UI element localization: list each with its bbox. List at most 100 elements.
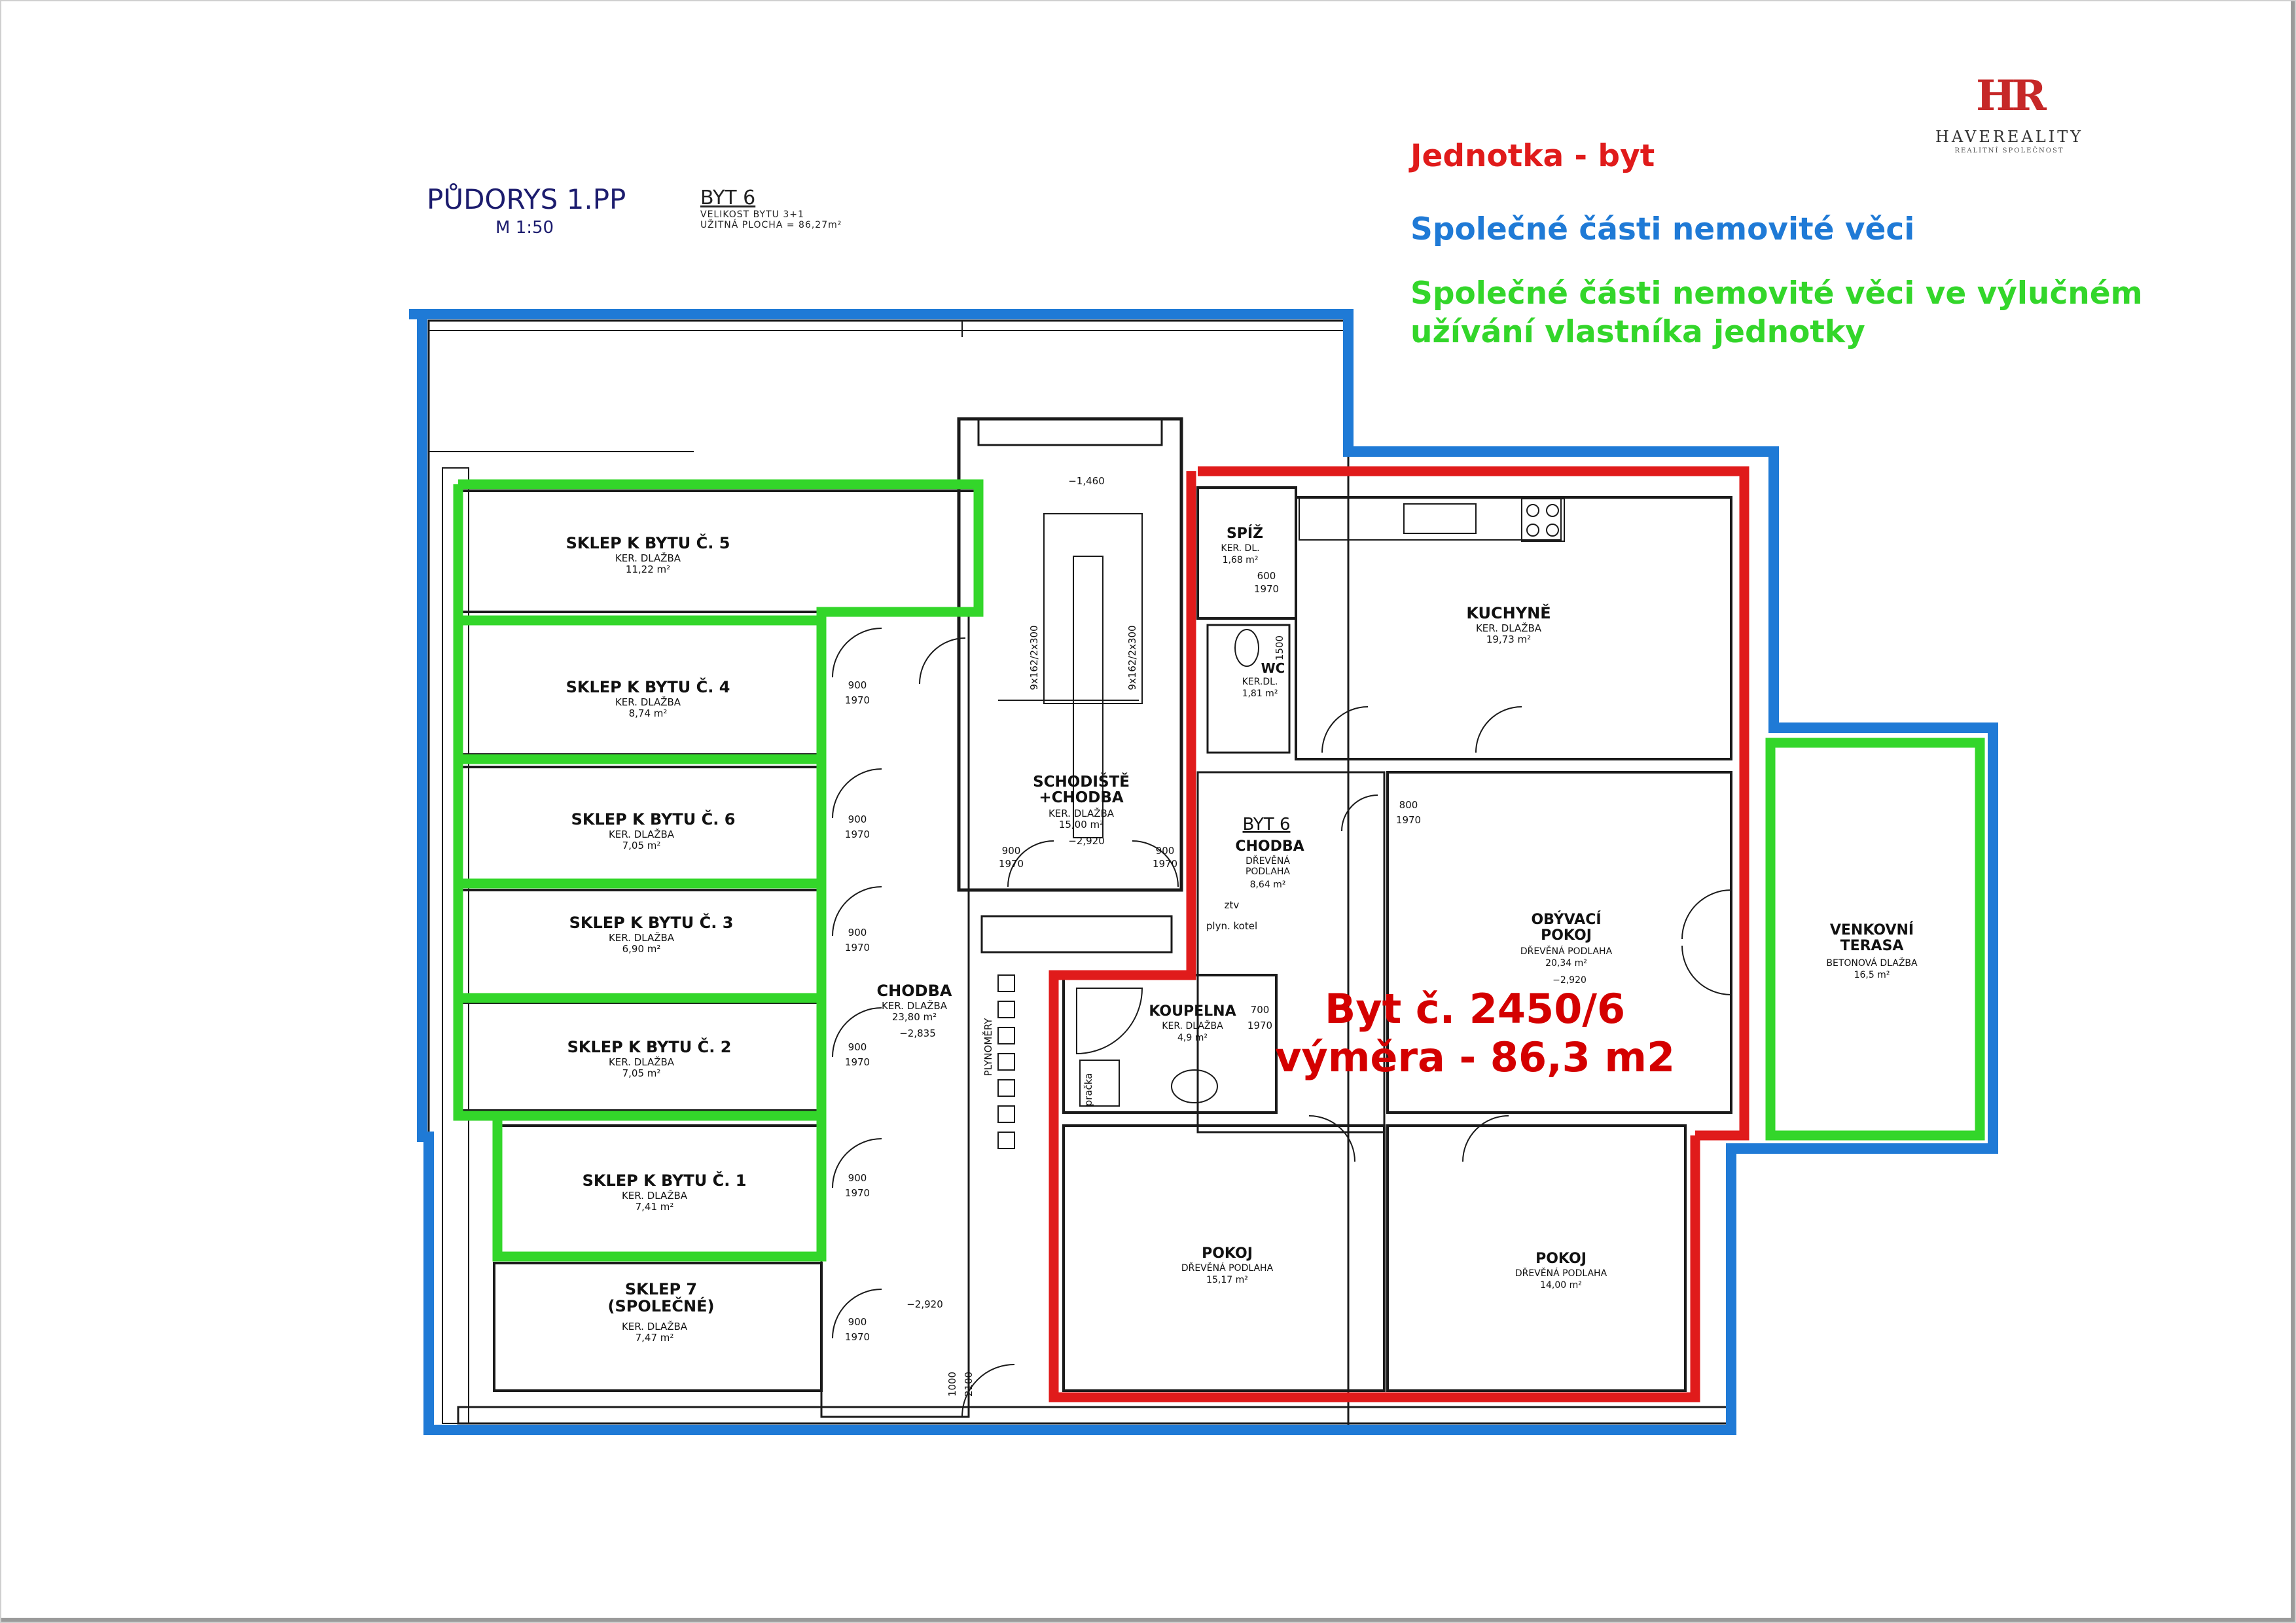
gas-meters-label: PLYNOMĚRY [982,1018,994,1076]
cellar-5-floor: KER. DLAŽBA [615,552,681,564]
door-dim: 1970 [845,1056,870,1068]
door-dim: 1970 [1247,1020,1272,1031]
cellar-3-area: 6,90 m² [622,943,661,955]
door-dim: 600 [1257,570,1276,582]
door-dim: 1970 [1254,583,1279,595]
door-dim: 900 [1156,845,1175,857]
cellar-3-name: SKLEP K BYTU Č. 3 [569,912,734,932]
door-swing [1462,1115,1509,1162]
logo-mark: HR [1976,71,2047,120]
door-dim: 900 [1002,845,1021,857]
kitchen-floor: KER. DLAŽBA [1476,622,1542,634]
legend-unit: Jednotka - byt [1410,138,1655,174]
level-top: −1,460 [1068,475,1105,487]
meter-box [997,1079,1015,1097]
burner-icon [1526,524,1539,537]
hall-area: 8,64 m² [1250,880,1286,890]
stair-floor: KER. DLAŽBA [1049,807,1115,819]
cellar-5-area: 11,22 m² [626,563,670,575]
door-dim: 800 [1399,799,1418,811]
west-outer-wall [442,467,469,1424]
door-dim: 900 [848,1172,867,1184]
hall-floor2: PODLAHA [1246,866,1290,877]
room1-name: POKOJ [1202,1245,1253,1262]
terrace-area: 16,5 m² [1854,970,1890,980]
wc-wall [1206,624,1291,754]
door-dim: 900 [848,813,867,825]
unit-outline [1049,466,1749,1402]
room2-area: 14,00 m² [1540,1280,1582,1291]
corridor-level: −2,835 [899,1027,936,1039]
boiler-label: plyn. kotel [1206,920,1257,932]
meter-box [997,1001,1015,1018]
room1-wall [1062,1124,1386,1392]
cellar-5-name: SKLEP K BYTU Č. 5 [566,533,730,552]
ztv-label: ztv [1225,899,1240,911]
cellar-2-floor: KER. DLAŽBA [609,1056,675,1068]
pantry-name: SPÍŽ [1227,525,1263,542]
cellar-7-name2: (SPOLEČNÉ) [608,1296,715,1315]
hall-floor: DŘEVĚNÁ [1246,855,1290,866]
stairs-b-label: 9x162/2x300 [1126,625,1138,690]
door-swing [1132,840,1179,887]
door-swing [832,886,882,936]
cellar-6-area: 7,05 m² [622,840,661,851]
door-swing [832,768,882,819]
kitchen-counter [1299,497,1562,541]
sink-icon [1403,503,1477,534]
legend-exclusive: Společné části nemovité věci ve výlučném… [1410,276,2143,350]
terrace-floor: BETONOVÁ DLAŽBA [1826,957,1918,969]
cellar-7-area: 7,47 m² [636,1332,674,1344]
door-dim: 1970 [845,694,870,706]
cellar-4-name: SKLEP K BYTU Č. 4 [566,677,730,696]
door-swing [961,1364,1015,1418]
burner-icon [1546,524,1559,537]
door-dim: 1970 [845,829,870,840]
stair-top [977,418,1163,446]
door-dim: 900 [848,1316,867,1328]
bathroom-name: KOUPELNA [1149,1003,1236,1020]
door-dim: 1000 [946,1372,958,1397]
stairs-a-label: 9x162/2x300 [1028,625,1040,690]
exclusive-parts [453,479,1985,1262]
logo-subtitle: REALITNÍ SPOLEČNOST [1954,147,2064,154]
bathroom-wall [1062,974,1278,1114]
kitchen-area: 19,73 m² [1486,633,1531,645]
corridor-floor: KER. DLAŽBA [882,999,948,1012]
bathroom-floor: KER. DLAŽBA [1162,1020,1223,1031]
washer-label: pračka [1083,1073,1094,1107]
wc-window-dim: 1500 [1274,635,1285,660]
cooktop-icon [1521,498,1565,542]
cellar-1-area: 7,41 m² [636,1201,674,1213]
byt-info-area: UŽITNÁ PLOCHA = 86,27m² [700,220,842,230]
cellar-2-area: 7,05 m² [622,1067,661,1079]
south-wall [457,1406,1729,1425]
cellar-1-floor: KER. DLAŽBA [622,1189,688,1202]
toilet-icon [1234,629,1259,667]
pantry-floor: KER. DL. [1221,543,1259,554]
cellar-1-name: SKLEP K BYTU Č. 1 [583,1170,747,1190]
door-swing [1321,706,1369,753]
door-dim: 1970 [1396,814,1421,826]
common-parts-outline [409,309,1998,1435]
level-bottom: −2,920 [906,1298,943,1310]
logo-name: HAVEREALITY [1935,128,2084,146]
door-dim: 900 [848,1041,867,1053]
washbasin-icon [1171,1069,1218,1103]
door-dim: 1970 [999,858,1024,870]
living-area: 20,34 m² [1545,958,1587,969]
burner-icon [1526,504,1539,517]
terrace-name2: TERASA [1840,938,1904,954]
living-name2: POKOJ [1541,927,1592,944]
corridor-area: 23,80 m² [892,1011,937,1023]
room1-floor: DŘEVĚNÁ PODLAHA [1181,1262,1274,1274]
room2-name: POKOJ [1535,1251,1587,1267]
cellar-7-name: SKLEP 7 [625,1280,697,1298]
utility-niche [980,915,1173,954]
washer-icon [1079,1060,1120,1107]
shower-icon [1076,988,1143,1055]
door-swing [1475,706,1522,753]
door-dim: 2100 [963,1372,975,1397]
terrace-outline [1765,738,1985,1141]
